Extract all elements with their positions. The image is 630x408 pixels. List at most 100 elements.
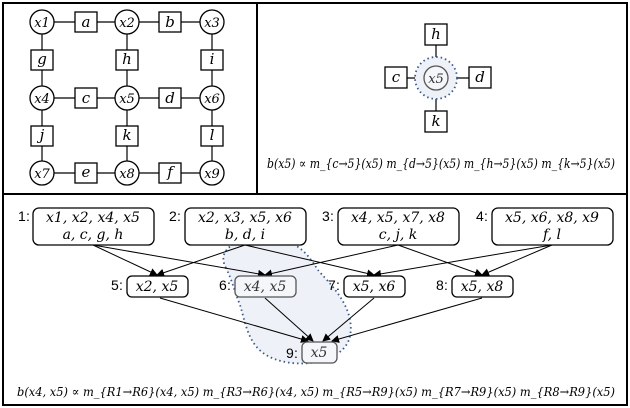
factor-label: e [82,163,91,181]
factor-label: i [210,50,215,68]
factor-label: l [210,126,215,144]
factor-node-c: c [384,66,408,89]
variable-label: x3 [204,16,220,31]
variable-node-x8: x8 [114,160,140,186]
region-edge-1-to-5 [92,244,158,276]
factor-node-i: i [200,49,224,71]
factor-label: f [166,163,175,181]
region-factors: b, d, i [225,227,265,243]
region-1: 1 : x1, x2, x4, x5 a, c, g, h [18,207,155,246]
svg-text::: : [444,277,448,293]
region-2: 2 : x2, x3, x5, x6 b, d, i [169,207,307,246]
variable-label: x7 [34,167,50,182]
factor-node-d: d [158,87,182,109]
region-vars: x4, x5, x7, x8 [351,210,445,226]
region-id: 3 [322,208,330,224]
belief-formula-top: b(x5) ∝ m_{c→5}(x5) m_{d→5}(x5) m_{h→5}(… [267,157,615,172]
region-edge-3-to-8 [397,244,483,277]
region-vars: x1, x2, x4, x5 [46,210,140,226]
region-5: 5 : x2, x5 [111,275,189,298]
factor-node-d: d [468,66,492,89]
svg-text::: : [484,208,488,224]
variable-label: x9 [204,167,220,182]
variable-node-x4: x4 [29,85,55,111]
region-edge-4-to-8 [481,244,553,276]
factor-label: j [37,126,45,144]
factor-node-c: c [74,87,98,109]
region-id: 4 [476,208,484,224]
region-edge-6-to-9 [264,297,314,342]
factor-node-j: j [30,125,54,147]
region-4: 4 : x5, x6, x8, x9 f, l [476,207,614,246]
region-factors: c, j, k [379,227,417,243]
factor-label: d [475,68,485,86]
local-neighborhood-panel: h c d k x5 b(x5) ∝ m_{c→5}(x5) m_{d→5}(x… [267,23,615,172]
factor-label: c [392,68,401,86]
region-id: 5 [111,277,119,293]
highlight-region-outline [222,236,352,365]
factor-label: h [431,25,441,43]
factor-node-g: g [30,49,54,71]
region-6: 6 : x4, x5 [219,275,297,298]
variable-node-x7: x7 [29,160,55,186]
variable-node-x5-center: x5 [423,65,449,91]
factor-node-e: e [74,162,98,184]
region-id: 6 [219,277,227,293]
region-edge-3-to-6 [264,244,399,278]
variable-node-x6: x6 [199,85,225,111]
svg-text::: : [294,345,298,361]
factor-label: k [431,112,440,130]
region-edge-1-to-6 [92,244,266,278]
region-vars: x5 [311,345,328,361]
region-vars: x5, x6, x8, x9 [505,210,599,226]
region-edge-2-to-7 [244,244,375,278]
region-id: 7 [328,277,336,293]
region-factors: a, c, g, h [63,227,124,243]
factor-label: d [165,89,175,107]
variable-label: x8 [119,167,135,182]
svg-text::: : [177,208,181,224]
factor-node-f: f [158,162,182,184]
factor-node-k: k [115,125,139,147]
region-edge-8-to-9 [331,297,483,343]
factor-node-k: k [424,110,448,133]
region-vars: x5, x8 [461,279,504,295]
factor-node-h: h [115,49,139,71]
region-graph-panel: 1 : x1, x2, x4, x5 a, c, g, h 2 : x2, x3… [17,207,615,399]
region-vars: x5, x6 [353,279,396,295]
variable-label: x5 [119,92,135,107]
region-id: 1 [18,208,26,224]
variable-label: x1 [34,16,50,31]
region-edges [92,244,553,343]
factor-label: g [37,50,47,68]
variable-node-x5: x5 [114,85,140,111]
belief-formula-bottom: b(x4, x5) ∝ m_{R1→R6}(x4, x5) m_{R3→R6}(… [17,384,615,399]
region-id: 9 [286,345,294,361]
region-nodes: 1 : x1, x2, x4, x5 a, c, g, h 2 : x2, x3… [18,207,614,364]
factor-label: k [122,126,131,144]
svg-text::: : [336,277,340,293]
svg-text::: : [26,208,30,224]
factor-label: c [82,89,91,107]
region-id: 2 [169,208,177,224]
factor-label: h [122,50,132,68]
region-8: 8 : x5, x8 [436,275,514,298]
region-edge-2-to-5 [156,244,246,277]
variable-label: x4 [34,92,50,107]
factor-node-h: h [424,23,448,46]
region-3: 3 : x4, x5, x7, x8 c, j, k [322,207,460,246]
factor-label: a [82,13,91,31]
region-9: 9 : x5 [286,341,338,364]
region-edge-5-to-9 [159,297,309,343]
variable-label: x6 [204,92,220,107]
factor-node-l: l [200,125,224,147]
region-vars: x2, x3, x5, x6 [198,210,292,226]
variable-node-x9: x9 [199,160,225,186]
factor-node-b: b [158,11,182,33]
factor-node-a: a [74,11,98,33]
variable-node-x1: x1 [29,9,55,35]
variable-node-x2: x2 [114,9,140,35]
variable-label: x2 [119,16,135,31]
